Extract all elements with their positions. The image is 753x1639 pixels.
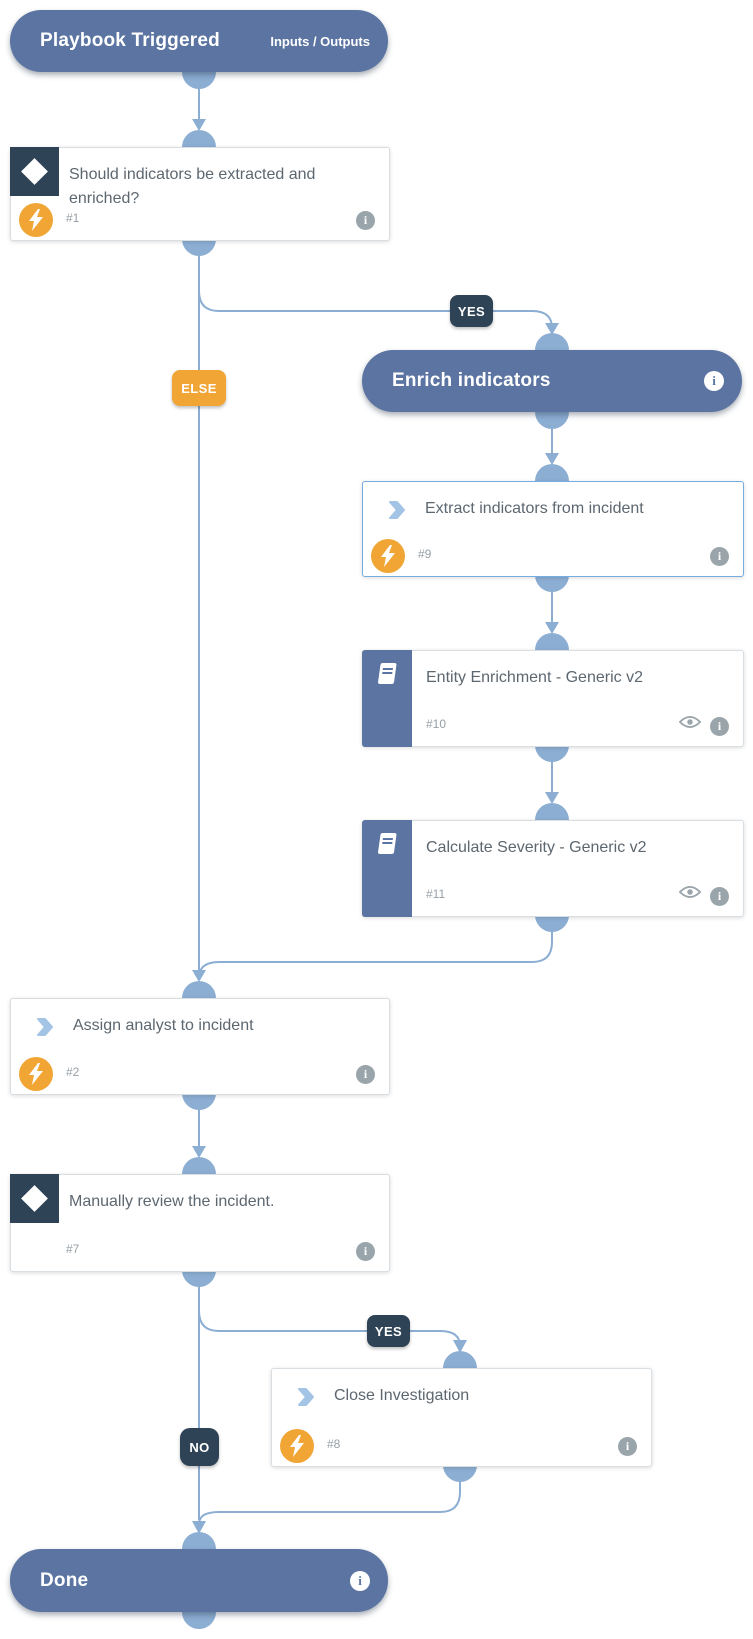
node-task-9-extract-indicators[interactable]: Extract indicators from incident #9 i: [362, 481, 744, 577]
edge-label-no: NO: [180, 1428, 219, 1466]
info-icon[interactable]: i: [618, 1437, 637, 1456]
inputs-outputs-link[interactable]: Inputs / Outputs: [270, 33, 370, 49]
playbook-book-icon: [378, 663, 397, 684]
node-title: Enrich indicators: [392, 370, 551, 391]
info-icon[interactable]: i: [710, 717, 729, 736]
node-task-2-assign-analyst[interactable]: Assign analyst to incident #2 i: [10, 998, 390, 1095]
edge-label-yes-bottom: YES: [367, 1315, 410, 1347]
node-task-8-close-investigation[interactable]: Close Investigation #8 i: [271, 1368, 652, 1467]
automation-bolt-icon: [280, 1429, 314, 1463]
task-title: Extract indicators from incident: [425, 500, 644, 517]
edge-label-yes-top: YES: [450, 295, 493, 327]
task-id: #1: [66, 211, 80, 225]
task-id: #10: [426, 717, 447, 731]
preview-eye-icon[interactable]: [678, 715, 702, 734]
automation-bolt-icon: [371, 539, 405, 573]
preview-eye-icon[interactable]: [678, 885, 702, 904]
info-icon[interactable]: i: [356, 211, 375, 230]
node-task-1-condition[interactable]: Should indicators be extracted and enric…: [10, 147, 390, 241]
task-id: #9: [418, 547, 432, 561]
info-icon[interactable]: i: [710, 547, 729, 566]
edge-label-else: ELSE: [172, 370, 226, 406]
node-enrich-indicators[interactable]: Enrich indicators i: [362, 350, 742, 412]
task-title: Assign analyst to incident: [73, 1017, 254, 1034]
task-id: #2: [66, 1065, 80, 1079]
task-title: Should indicators be extracted and enric…: [69, 166, 316, 207]
node-done[interactable]: Done i: [10, 1549, 388, 1612]
playbook-sidebar: [362, 650, 412, 747]
info-icon[interactable]: i: [710, 887, 729, 906]
condition-diamond-icon: [10, 1174, 59, 1223]
task-id: #8: [327, 1437, 341, 1451]
automation-bolt-icon: [19, 1057, 53, 1091]
node-title: Done: [40, 1569, 89, 1591]
automation-chevron-icon: [385, 499, 407, 526]
node-task-7-manual-review[interactable]: Manually review the incident. #7 i: [10, 1174, 390, 1272]
info-icon[interactable]: i: [704, 371, 724, 391]
node-title: Playbook Triggered: [40, 30, 220, 51]
info-icon[interactable]: i: [356, 1242, 375, 1261]
automation-chevron-icon: [33, 1016, 55, 1043]
automation-bolt-icon: [19, 203, 53, 237]
playbook-sidebar: [362, 820, 412, 917]
node-task-10-entity-enrichment[interactable]: Entity Enrichment - Generic v2 #10 i: [362, 650, 744, 747]
task-title: Entity Enrichment - Generic v2: [426, 669, 643, 686]
task-id: #11: [426, 887, 446, 901]
task-title: Close Investigation: [334, 1387, 470, 1404]
info-icon[interactable]: i: [356, 1065, 375, 1084]
info-icon[interactable]: i: [350, 1570, 370, 1591]
condition-diamond-icon: [10, 147, 59, 196]
task-title: Manually review the incident.: [69, 1193, 275, 1210]
node-task-11-calculate-severity[interactable]: Calculate Severity - Generic v2 #11 i: [362, 820, 744, 917]
automation-chevron-icon: [294, 1386, 316, 1413]
playbook-book-icon: [378, 833, 397, 854]
task-title: Calculate Severity - Generic v2: [426, 839, 647, 856]
node-playbook-triggered[interactable]: Playbook Triggered Inputs / Outputs: [10, 10, 388, 72]
task-id: #7: [66, 1242, 80, 1256]
